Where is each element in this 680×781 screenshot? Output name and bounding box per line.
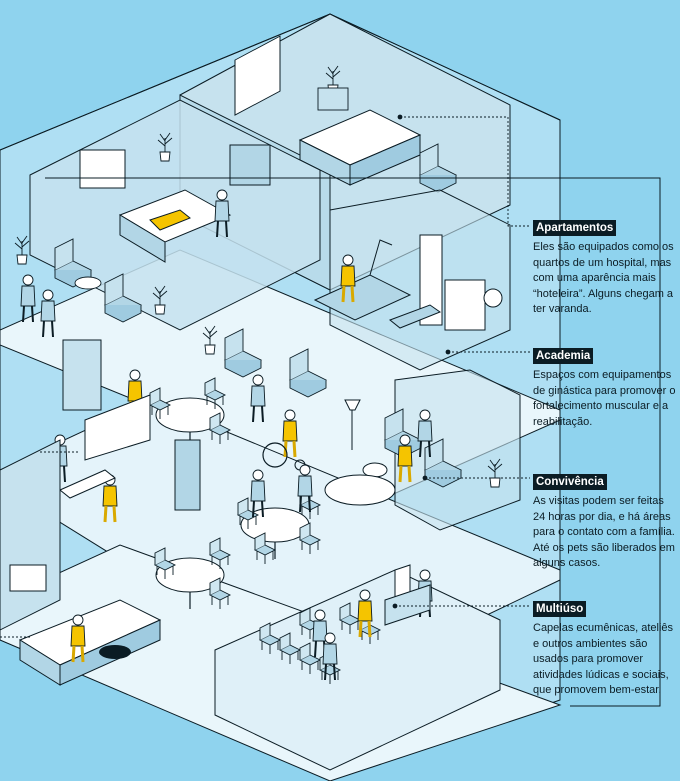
section-title: Convivência	[533, 474, 607, 490]
section-description: Capelas ecumênicas, ateliês e outros amb…	[533, 622, 674, 696]
left-bedroom	[29, 99, 321, 331]
section-title: Academia	[533, 348, 594, 364]
leader-dots	[392, 114, 451, 609]
section-description: Eles são equipados como os quartos de um…	[533, 241, 674, 315]
section-multiuso: Multiúso Capelas ecumênicas, ateliês e o…	[533, 599, 678, 699]
section-description: As visitas podem ser feitas 24 horas por…	[533, 495, 675, 569]
section-description: Espaços com equipamentos de ginástica pa…	[533, 369, 676, 428]
chapel-room	[214, 564, 501, 771]
callout-frame	[45, 177, 661, 707]
section-convivencia: Convivência As visitas podem ser feitas …	[533, 472, 678, 572]
section-academia: Academia Espaços com equipamentos de gin…	[533, 346, 678, 430]
section-title: Apartamentos	[533, 220, 617, 236]
kitchen	[0, 439, 162, 686]
left-lounge	[14, 235, 168, 338]
middle-lounge	[174, 325, 361, 511]
weight-machine	[419, 234, 503, 331]
leader-lines	[0, 116, 530, 638]
section-apartamentos: Apartamentos Eles são equipados como os …	[533, 218, 678, 318]
dining-area	[52, 339, 231, 524]
social-room	[324, 369, 521, 531]
section-title: Multiúso	[533, 601, 587, 617]
gym-room	[313, 189, 511, 371]
